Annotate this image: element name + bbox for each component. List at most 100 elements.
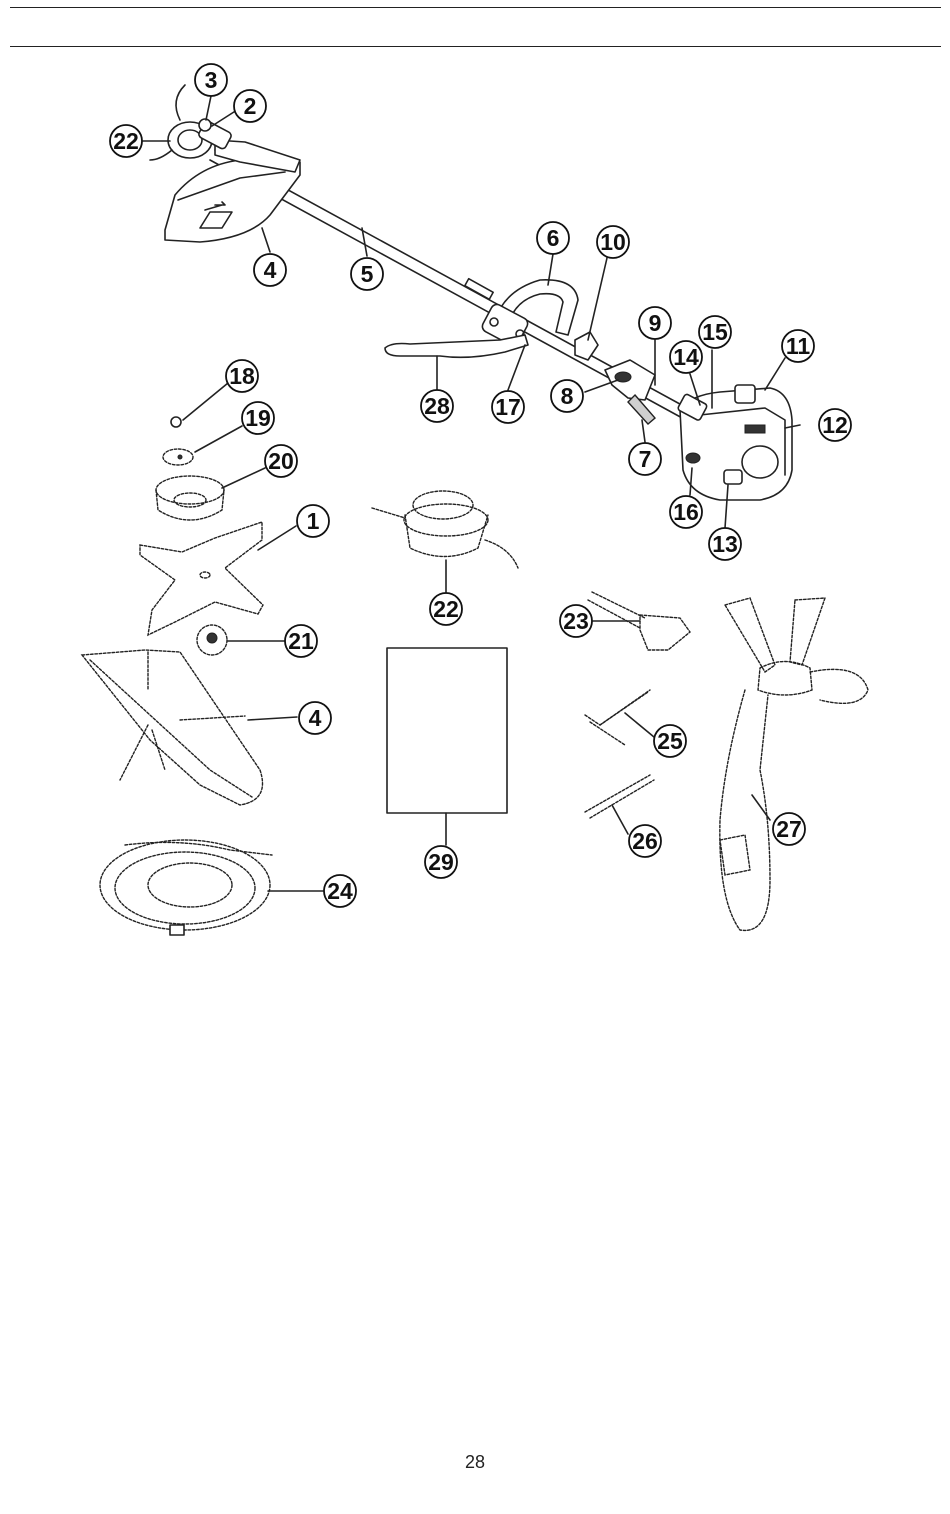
harness-buckle — [758, 662, 812, 696]
choke-lever — [686, 453, 700, 463]
gear-head-cap — [199, 119, 211, 131]
blade-guard-bracket-1 — [120, 725, 148, 780]
trimmer-head-line-left — [372, 508, 405, 518]
callout-c10: 10 — [597, 226, 629, 258]
blade-washer-hole — [178, 455, 182, 459]
callout-number: 9 — [649, 310, 662, 336]
primer-bulb — [745, 425, 765, 433]
harness-strap-right — [790, 598, 825, 665]
locking-pin-bottom — [590, 780, 654, 818]
hex-key-outer — [585, 692, 648, 725]
grass-blade — [140, 522, 263, 635]
wrench-handle-bottom — [588, 600, 640, 628]
callout-number: 1 — [307, 508, 320, 534]
callout-number: 11 — [786, 333, 811, 359]
page-number: 28 — [0, 1452, 950, 1473]
starter-housing — [742, 446, 778, 478]
callout-c11: 11 — [782, 330, 814, 362]
locking-pin-top — [585, 775, 650, 812]
blade-cup-inner — [174, 493, 206, 507]
callout-number: 2 — [244, 93, 257, 119]
callout-c29: 29 — [425, 846, 457, 878]
callout-number: 14 — [673, 344, 699, 370]
callout-number: 29 — [428, 849, 454, 875]
harness-strap-left — [725, 598, 775, 672]
callout-number: 24 — [327, 878, 353, 904]
barrier-bar — [385, 335, 528, 357]
callout-c17: 17 — [492, 391, 524, 423]
blade-guard — [82, 650, 263, 805]
shoulder-harness — [720, 598, 868, 930]
callout-c4a: 4 — [254, 254, 286, 286]
callout-number: 18 — [229, 363, 255, 389]
blade-cup-top — [156, 476, 224, 504]
callout-c4b: 4 — [299, 702, 331, 734]
coiled-line — [100, 840, 272, 935]
blade-center-hole — [200, 572, 210, 578]
callout-number: 6 — [547, 225, 560, 251]
callout-c7: 7 — [629, 443, 661, 475]
blade-cup-side — [156, 490, 224, 520]
callout-number: 4 — [309, 705, 322, 731]
callout-c24: 24 — [324, 875, 356, 907]
line-coil-outer — [100, 840, 270, 930]
callout-c23: 23 — [560, 605, 592, 637]
callout-number: 26 — [632, 828, 658, 854]
trimmer-line-lower — [150, 150, 172, 160]
callout-number: 22 — [433, 596, 459, 622]
callout-c18: 18 — [226, 360, 258, 392]
callout-number: 21 — [288, 628, 314, 654]
blade-guard-rim — [90, 660, 252, 797]
callout-c22a: 22 — [110, 125, 142, 157]
callout-number: 15 — [702, 319, 728, 345]
callout-c16: 16 — [670, 496, 702, 528]
callout-number: 19 — [245, 405, 271, 431]
callout-number: 3 — [205, 67, 218, 93]
callout-c15: 15 — [699, 316, 731, 348]
callout-c3: 3 — [195, 64, 227, 96]
strap-hanger — [575, 332, 598, 360]
callout-c22b: 22 — [430, 593, 462, 625]
callout-number: 7 — [639, 446, 652, 472]
trimmer-head-rim — [404, 504, 488, 536]
callout-number: 23 — [563, 608, 589, 634]
hex-key-inner — [590, 690, 650, 745]
callout-number: 17 — [495, 394, 521, 420]
line-coil-inner — [148, 863, 232, 907]
callout-c27: 27 — [773, 813, 805, 845]
callout-number: 16 — [673, 499, 699, 525]
starter-handle — [724, 470, 742, 484]
callout-c8: 8 — [551, 380, 583, 412]
callout-number: 5 — [361, 261, 374, 287]
callout-c6: 6 — [537, 222, 569, 254]
callout-c9: 9 — [639, 307, 671, 339]
trimmer-head-line-right — [485, 540, 518, 568]
callout-c12: 12 — [819, 409, 851, 441]
harness-pad-clip — [720, 835, 750, 875]
callout-c5: 5 — [351, 258, 383, 290]
tools — [585, 592, 690, 818]
blade-guard-rib-2 — [180, 716, 245, 720]
trimmer-assembly — [150, 85, 792, 500]
callout-number: 20 — [268, 448, 294, 474]
harness-side-loop — [810, 669, 868, 703]
callout-c13: 13 — [709, 528, 741, 560]
callout-c28: 28 — [421, 390, 453, 422]
callout-c19: 19 — [242, 402, 274, 434]
line-coil-end — [170, 925, 184, 935]
blade-nut — [171, 417, 181, 427]
callout-number: 8 — [561, 383, 574, 409]
trimmer-line-upper — [176, 85, 185, 120]
callout-number: 12 — [822, 412, 848, 438]
callout-c2: 2 — [234, 90, 266, 122]
operators-manual — [387, 648, 507, 813]
callout-c21: 21 — [285, 625, 317, 657]
callout-number: 28 — [424, 393, 450, 419]
callout-c1: 1 — [297, 505, 329, 537]
callout-number: 10 — [600, 229, 626, 255]
callout-c26: 26 — [629, 825, 661, 857]
callout-c14: 14 — [670, 341, 702, 373]
wrench-socket — [640, 615, 690, 650]
blade-adapter-hub — [207, 633, 217, 643]
